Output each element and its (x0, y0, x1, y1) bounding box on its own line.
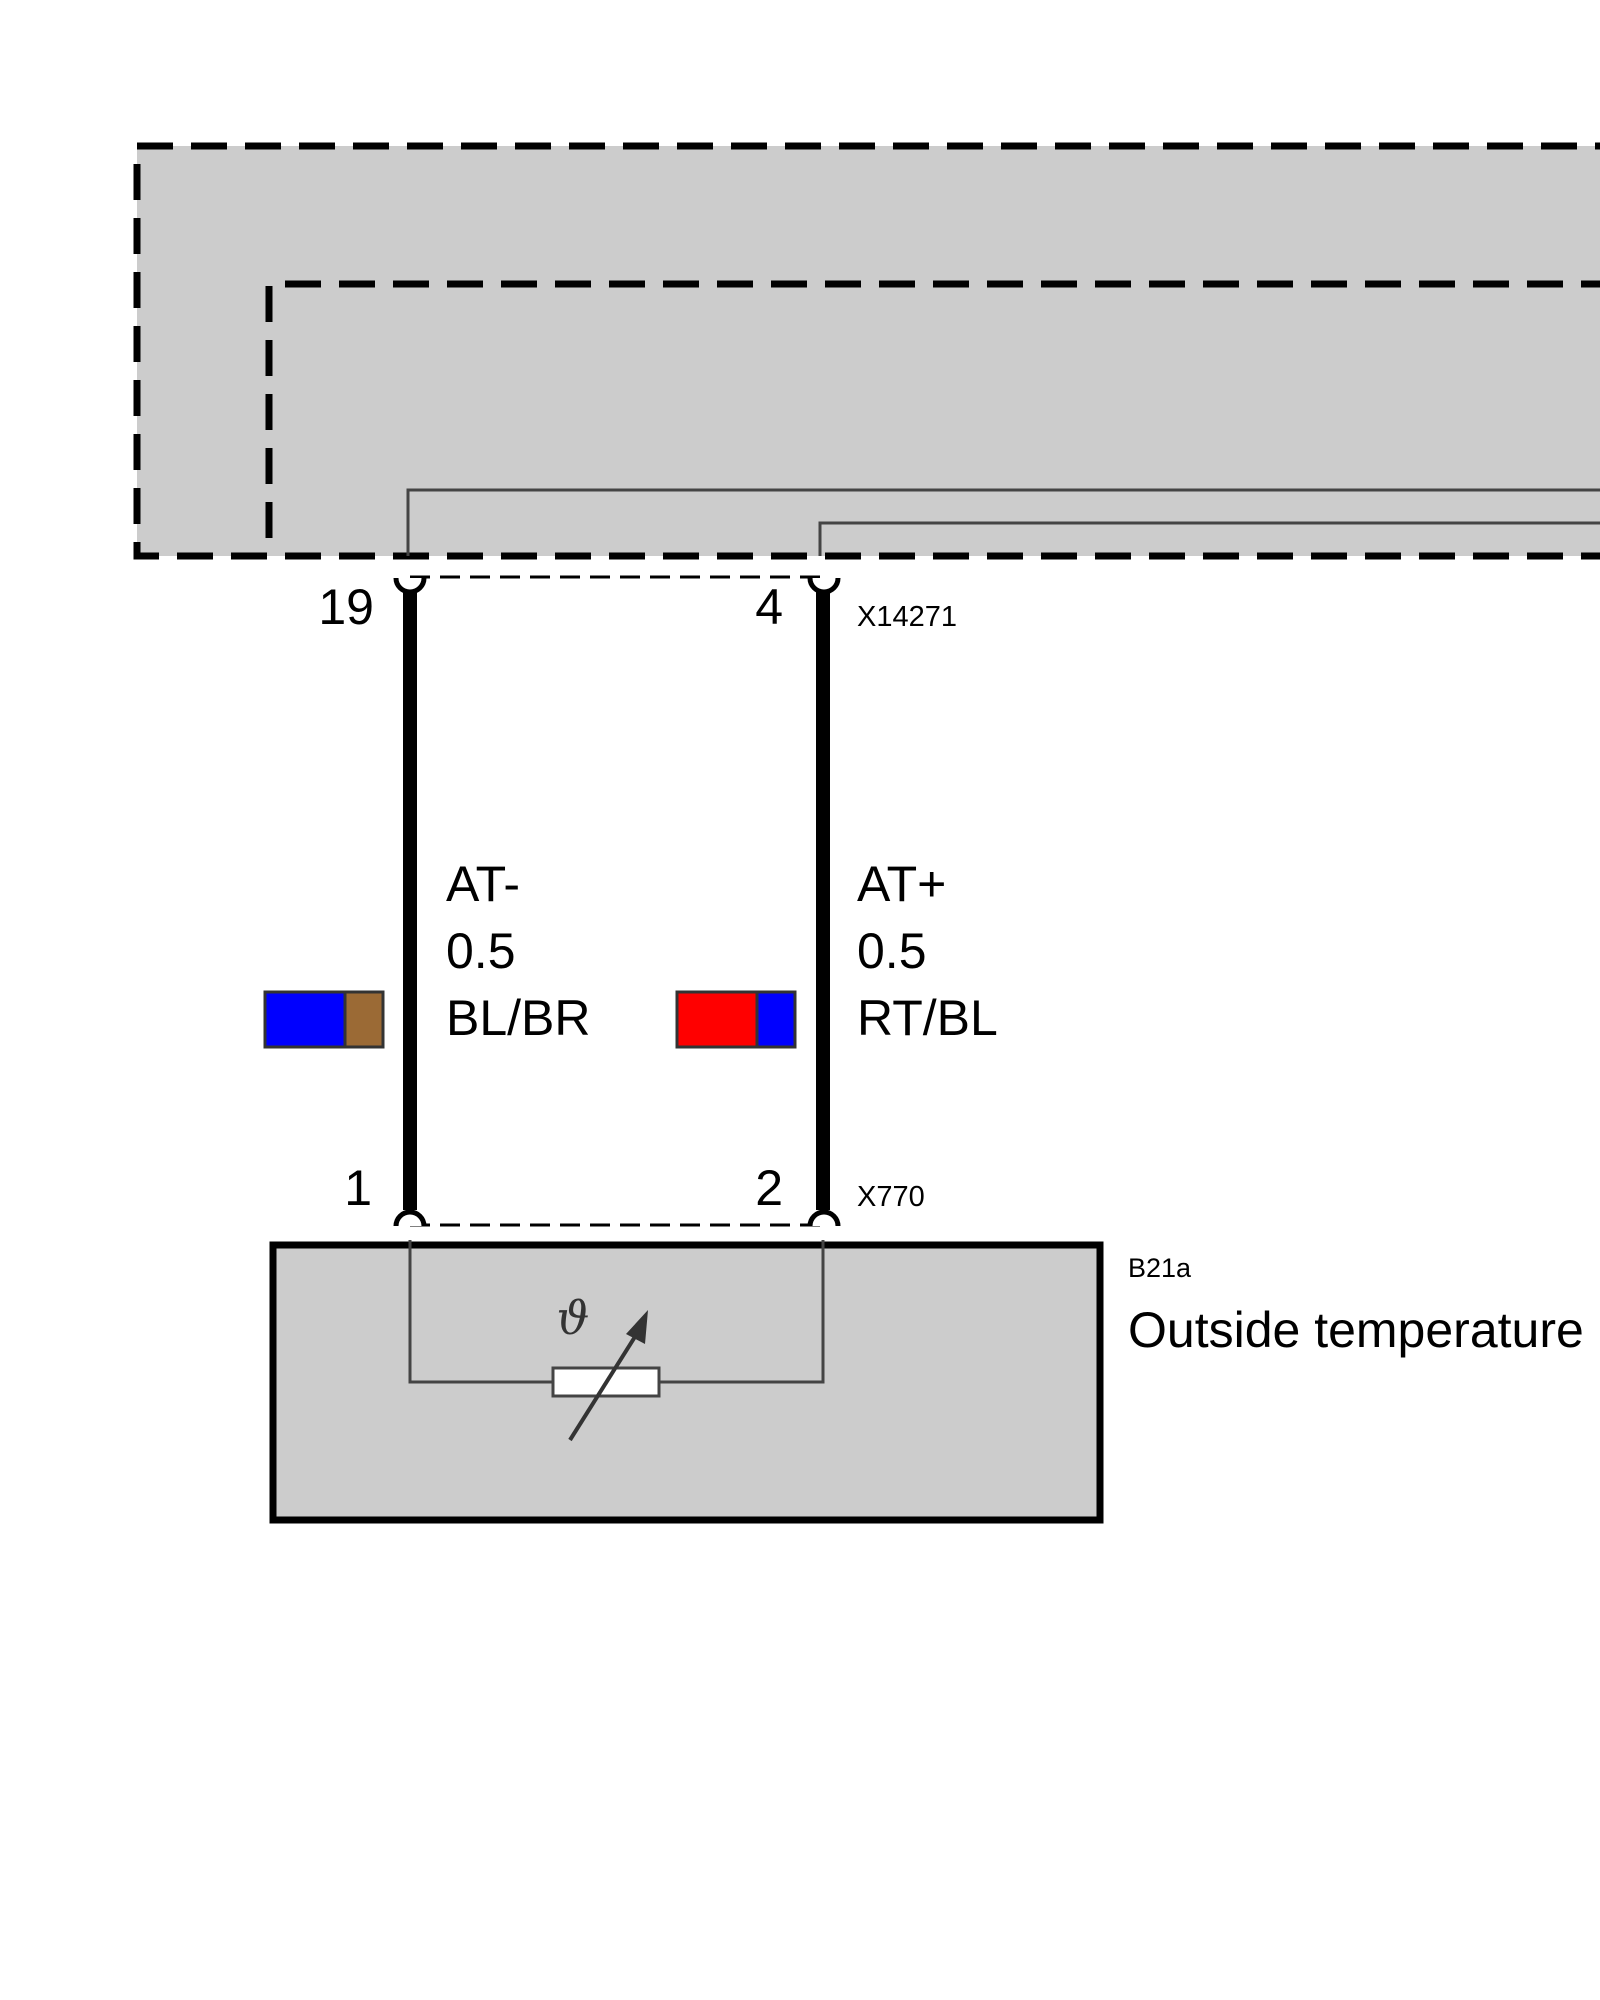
internal-trace-at-minus (406, 488, 1600, 556)
pin-4-label: 4 (755, 579, 783, 635)
connector-pin-4-symbol (807, 577, 841, 595)
internal-trace-at-plus (818, 521, 1600, 556)
wire-at-minus-size: 0.5 (446, 923, 516, 979)
thermistor-theta-symbol: ϑ (557, 1291, 590, 1345)
pin-1-label: 1 (344, 1160, 372, 1216)
pin-2-label: 2 (755, 1160, 783, 1216)
wire-at-minus-color-swatch (263, 990, 385, 1049)
connector-x770-label: X770 (857, 1181, 925, 1213)
sensor-internal-circuit (408, 1240, 825, 1384)
swatch-secondary-brown (343, 990, 385, 1049)
control-unit-inner-box (265, 280, 1600, 556)
wire-at-plus-color-code: RT/BL (857, 990, 998, 1046)
connector-x770: 1 2 X770 (344, 1160, 925, 1227)
wire-at-plus: AT+ 0.5 RT/BL (675, 590, 998, 1210)
swatch-secondary-blue (755, 990, 797, 1049)
wire-at-plus-signal: AT+ (857, 856, 946, 912)
pin-19-label: 19 (318, 579, 374, 635)
connector-pin-1-symbol (393, 1209, 427, 1227)
wire-at-plus-size: 0.5 (857, 923, 927, 979)
wire-at-plus-color-swatch (675, 990, 797, 1049)
thermistor-arrow-head-icon (626, 1310, 648, 1344)
wire-at-minus-color-code: BL/BR (446, 990, 591, 1046)
thermistor-arrow-shaft (568, 1330, 640, 1442)
wire-at-minus-signal: AT- (446, 856, 520, 912)
connector-x14271-label: X14271 (857, 601, 957, 633)
component-name-label: Outside temperature (1128, 1302, 1584, 1358)
connector-x14271: 19 4 X14271 (318, 575, 957, 635)
connector-pin-19-symbol (393, 577, 427, 595)
swatch-primary-blue (263, 990, 347, 1049)
control-unit (133, 142, 1600, 560)
control-unit-outer-box (133, 142, 1600, 560)
connector-pin-2-symbol (807, 1209, 841, 1227)
component-b21a: ϑ B21a Outside temperature (269, 1240, 1584, 1524)
component-id-label: B21a (1128, 1253, 1192, 1283)
wire-at-minus: AT- 0.5 BL/BR (263, 590, 591, 1210)
swatch-primary-red (675, 990, 759, 1049)
